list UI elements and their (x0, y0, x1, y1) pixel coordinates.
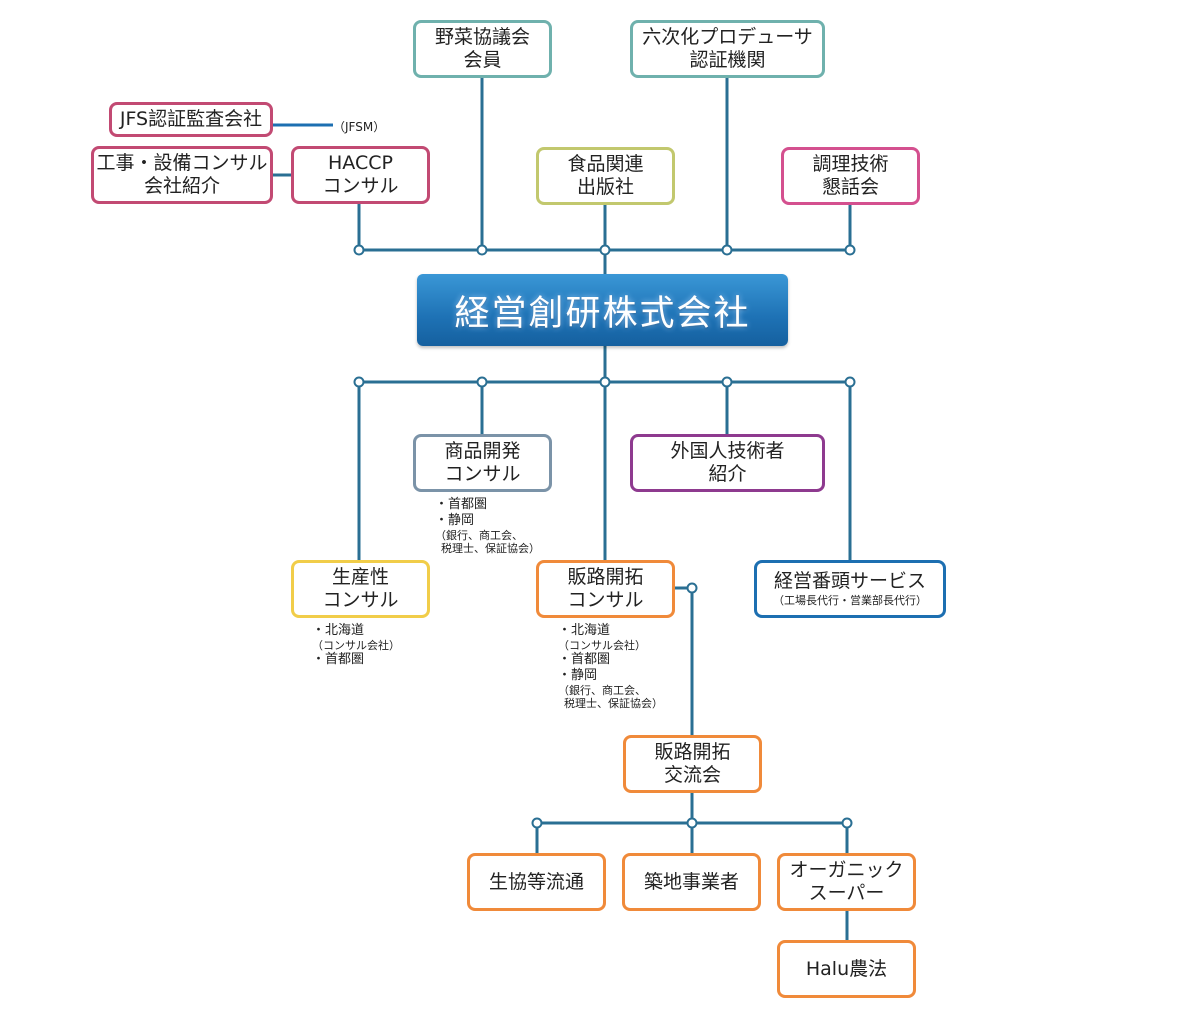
junction-dot (841, 817, 853, 829)
tsukiji-line1: 築地事業者 (643, 870, 739, 893)
halu-farming-node: Halu農法 (777, 940, 916, 998)
organic-supermarket-node: オーガニック スーパー (777, 853, 916, 911)
junction-dot (686, 582, 698, 594)
food-publisher-node: 食品関連 出版社 (536, 147, 675, 205)
sixth-industry-line1: 六次化プロデューサ (642, 26, 813, 48)
management-service-node: 経営番頭サービス （工場長代行・営業部長代行） (754, 560, 946, 618)
construction-consulting-node: 工事・設備コンサル 会社紹介 (91, 146, 273, 204)
halu-line1: Halu農法 (805, 957, 888, 980)
sales-channel-line1: 販路開拓 (567, 566, 644, 588)
note-line: ・首都圏 (435, 497, 488, 512)
main-company-node: 経営創研株式会社 (417, 274, 788, 346)
food-publisher-line2: 出版社 (576, 176, 634, 198)
junction-dot (686, 817, 698, 829)
note-line: ・静岡 (435, 513, 475, 528)
foreign-engineer-line1: 外国人技術者 (670, 440, 785, 462)
productivity-line2: コンサル (322, 589, 399, 611)
haccp-line1: HACCP (328, 152, 393, 174)
haccp-consulting-node: HACCP コンサル (291, 146, 430, 204)
exchange-line2: 交流会 (663, 764, 721, 786)
exchange-line1: 販路開拓 (654, 741, 731, 763)
management-service-line1: 経営番頭サービス (773, 570, 926, 592)
junction-dot (844, 376, 856, 388)
coop-line1: 生協等流通 (488, 870, 584, 893)
productivity-node: 生産性 コンサル (291, 560, 430, 618)
foreign-engineer-node: 外国人技術者 紹介 (630, 434, 825, 492)
junction-dot (353, 376, 365, 388)
product-dev-node: 商品開発 コンサル (413, 434, 552, 492)
cooking-line2: 懇話会 (821, 176, 879, 198)
junction-dot (476, 244, 488, 256)
note-line: （銀行、商工会、 (435, 529, 523, 542)
note-line: 税理士、保証協会） (564, 697, 663, 710)
junction-dot (353, 244, 365, 256)
construction-line2: 会社紹介 (143, 175, 220, 197)
product-dev-notes: ・首都圏 ・静岡 （銀行、商工会、 税理士、保証協会） (435, 497, 540, 555)
coop-distribution-node: 生協等流通 (467, 853, 606, 911)
vegetable-council-node: 野菜協議会 会員 (413, 20, 552, 78)
organic-line2: スーパー (808, 882, 885, 904)
jfs-audit-label: JFS認証監査会社 (119, 108, 263, 130)
vegetable-line1: 野菜協議会 (434, 26, 530, 48)
sales-channel-node: 販路開拓 コンサル (536, 560, 675, 618)
sixth-industry-line2: 認証機関 (689, 49, 766, 71)
junction-dot (599, 376, 611, 388)
product-dev-line1: 商品開発 (444, 440, 521, 462)
junction-dot (721, 244, 733, 256)
junction-dot (531, 817, 543, 829)
construction-line1: 工事・設備コンサル (96, 152, 268, 174)
productivity-notes: ・北海道 （コンサル会社） ・首都圏 (312, 623, 400, 668)
junction-dot (599, 244, 611, 256)
note-line: 税理士、保証協会） (441, 542, 540, 555)
junction-dot (476, 376, 488, 388)
cooking-tech-node: 調理技術 懇話会 (781, 147, 920, 205)
productivity-line1: 生産性 (331, 566, 389, 588)
note-line: ・首都圏 (312, 652, 365, 667)
organic-line1: オーガニック (789, 859, 904, 881)
note-line: ・静岡 (558, 668, 598, 683)
junction-dot (844, 244, 856, 256)
food-publisher-line1: 食品関連 (567, 153, 644, 175)
junction-dot (721, 376, 733, 388)
note-line: （銀行、商工会、 (558, 684, 646, 697)
exchange-meeting-node: 販路開拓 交流会 (623, 735, 762, 793)
note-line: ・北海道 (312, 623, 365, 638)
note-line: （コンサル会社） (558, 639, 646, 652)
note-line: （コンサル会社） (312, 639, 400, 652)
note-line: ・首都圏 (558, 652, 611, 667)
sixth-industry-node: 六次化プロデューサ 認証機関 (630, 20, 825, 78)
cooking-line1: 調理技術 (812, 153, 889, 175)
foreign-engineer-line2: 紹介 (708, 463, 747, 485)
note-line: ・北海道 (558, 623, 611, 638)
product-dev-line2: コンサル (444, 463, 521, 485)
sales-channel-notes: ・北海道 （コンサル会社） ・首都圏 ・静岡 （銀行、商工会、 税理士、保証協会… (558, 623, 663, 710)
management-service-line2: （工場長代行・営業部長代行） (773, 594, 927, 607)
jfsm-label: （JFSM） (333, 120, 386, 134)
sales-channel-line2: コンサル (567, 589, 644, 611)
vegetable-line2: 会員 (463, 49, 502, 71)
haccp-line2: コンサル (322, 175, 399, 197)
jfs-audit-node: JFS認証監査会社 (109, 102, 273, 137)
tsukiji-node: 築地事業者 (622, 853, 761, 911)
